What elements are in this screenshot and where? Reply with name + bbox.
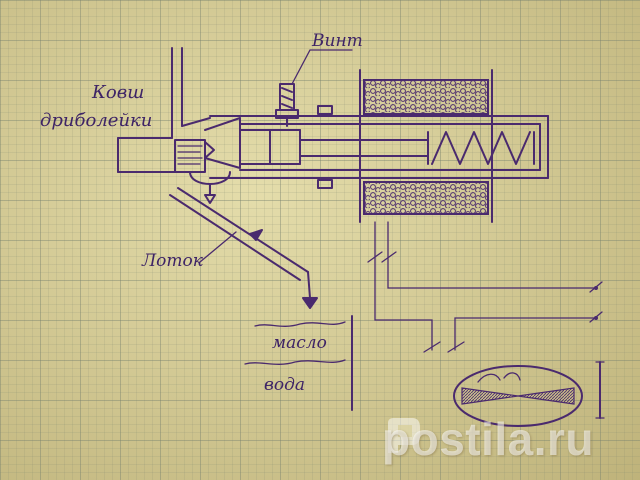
screw [275,49,353,127]
label-chute: Лоток [141,251,204,271]
outlet-spout [189,171,231,204]
label-water: вода [264,375,305,395]
heating-spiral [427,131,535,165]
label-ladle-line1: Ковш [91,82,144,103]
plunger [239,129,429,165]
watermark-text: postila.ru [382,413,595,465]
tank [244,315,353,411]
label-oil: масло [272,333,327,353]
label-screw: Винт [311,31,363,51]
ladle-outlet-block [174,117,241,173]
label-ladle-line2: дриболейки [40,110,152,131]
ladle-wall [117,47,211,173]
chute [169,187,318,309]
barrel-tube [209,115,549,179]
heater-block [359,69,493,223]
motor-disc [453,361,605,427]
watermark-logo-icon [388,418,420,453]
barrel-clamps [317,105,333,189]
wiring [367,221,603,353]
